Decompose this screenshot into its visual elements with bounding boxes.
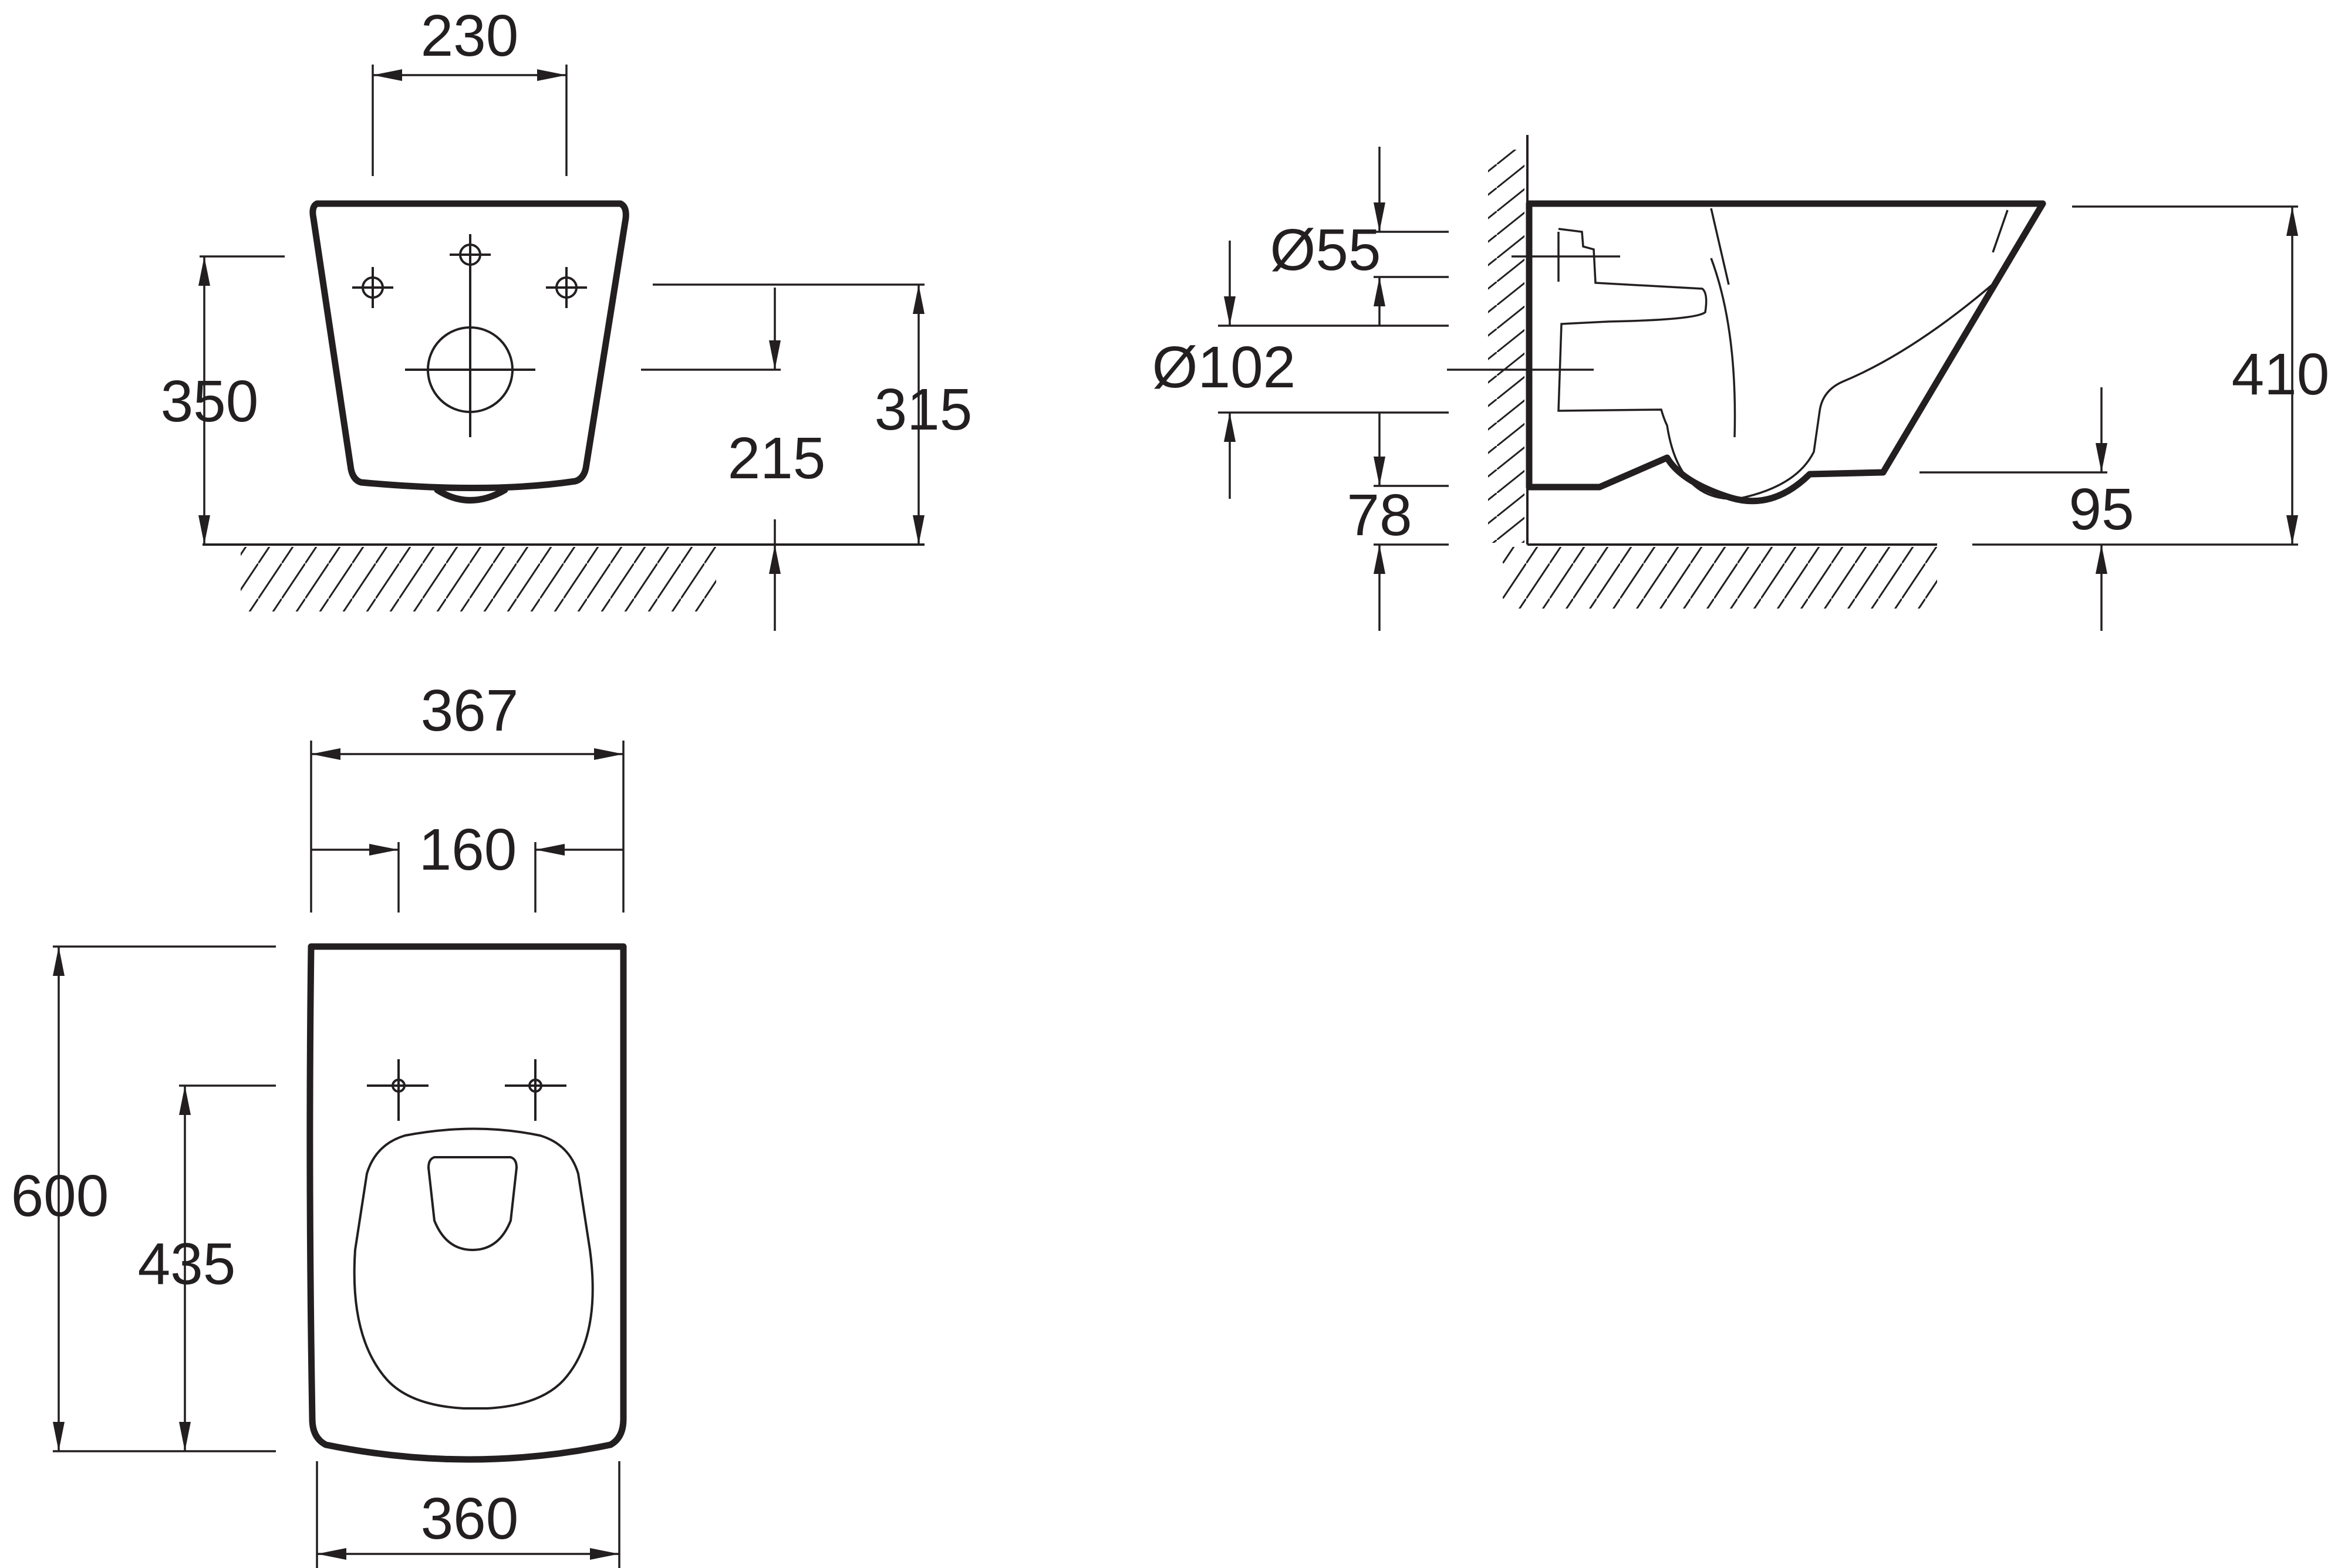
floor-hatch xyxy=(241,547,716,611)
dimension-367: 367 xyxy=(310,678,625,913)
front-view: 230 350 215 315 xyxy=(161,3,973,631)
dimension-78: 78 xyxy=(1347,413,1449,631)
drain-opening-icon xyxy=(405,246,535,437)
dim-label-o102: Ø102 xyxy=(1152,334,1296,400)
dim-label-95: 95 xyxy=(2069,477,2134,542)
bowl-front-outline xyxy=(309,200,629,491)
dim-label-350: 350 xyxy=(161,369,259,434)
dimension-600: 600 xyxy=(11,945,276,1452)
dimension-360: 360 xyxy=(316,1461,620,1568)
bowl-foot xyxy=(434,486,508,503)
bowl-inner-line xyxy=(1710,258,1736,438)
bowl-top-outline xyxy=(306,943,627,1463)
dim-label-410: 410 xyxy=(2232,342,2330,407)
rim-edge-line xyxy=(1992,209,2009,253)
dimension-230: 230 xyxy=(372,3,568,176)
wall-hatch xyxy=(1488,150,1524,543)
dimension-o102: Ø102 xyxy=(1152,241,1449,499)
dimension-410: 410 xyxy=(1972,205,2330,546)
dim-label-230: 230 xyxy=(421,3,519,69)
dim-label-600: 600 xyxy=(11,1163,109,1229)
seat-hole xyxy=(427,1156,518,1252)
dimension-350: 350 xyxy=(161,255,285,545)
dim-label-315: 315 xyxy=(875,377,973,442)
rim-line xyxy=(1710,208,1730,285)
dimension-435: 435 xyxy=(138,1084,276,1451)
dim-label-215: 215 xyxy=(728,425,826,491)
dim-label-o55: Ø55 xyxy=(1270,217,1381,283)
dim-label-367: 367 xyxy=(421,678,519,744)
seat-bolt-left-icon xyxy=(367,1059,429,1121)
seat-bolt-right-icon xyxy=(505,1059,566,1121)
top-view: 367 160 600 435 xyxy=(11,678,627,1568)
dim-label-360: 360 xyxy=(421,1486,519,1552)
dimension-95: 95 xyxy=(1919,387,2134,631)
fixing-hole-left-icon xyxy=(352,267,393,308)
dim-label-435: 435 xyxy=(138,1231,236,1297)
bowl-side-outline xyxy=(1526,200,2046,505)
fixing-hole-right-icon xyxy=(546,267,587,308)
dim-label-78: 78 xyxy=(1347,482,1412,548)
dimension-o55: Ø55 xyxy=(1270,147,1449,326)
side-floor-hatch xyxy=(1503,547,1937,609)
dimension-160: 160 xyxy=(311,817,623,913)
dim-label-160: 160 xyxy=(419,817,517,883)
dimension-315: 315 xyxy=(653,283,973,545)
side-view: Ø55 Ø102 78 410 xyxy=(1152,135,2330,631)
trap-inner-line xyxy=(1557,228,1997,500)
dimension-215: 215 xyxy=(641,288,825,631)
bowl-opening xyxy=(353,1127,594,1410)
